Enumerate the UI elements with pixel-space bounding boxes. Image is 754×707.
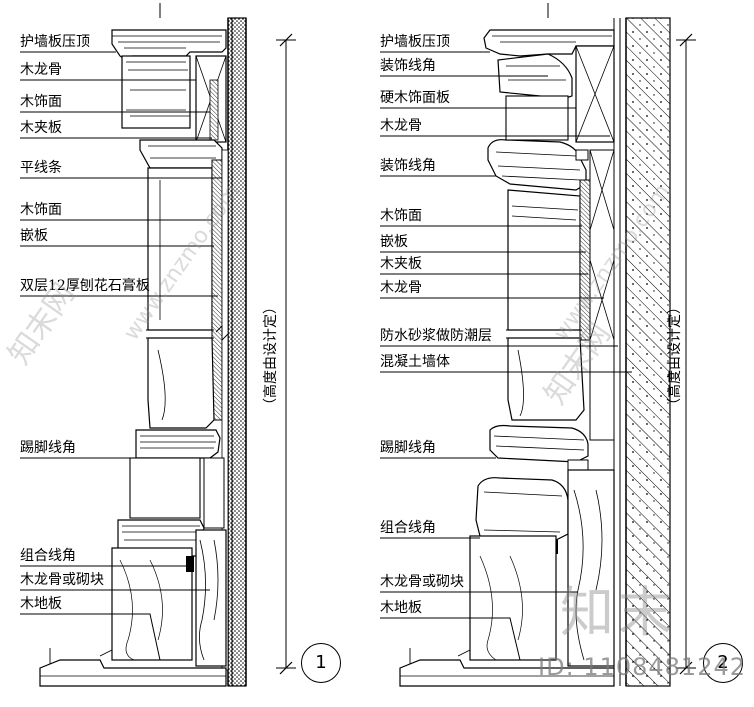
right-label-stud-block: 木龙骨或砌块 <box>380 574 464 590</box>
right-label-deco-moulding: 装饰线角 <box>380 58 436 74</box>
left-label-wood-veneer: 木饰面 <box>20 94 62 110</box>
right-label-skirting: 踢脚线角 <box>380 440 436 456</box>
left-panel <box>147 167 213 331</box>
left-stud-wall <box>227 17 247 687</box>
left-label-stud-block: 木龙骨或砌块 <box>20 572 104 588</box>
left-label-flat-strip: 平线条 <box>20 160 62 176</box>
left-label-inlay-panel: 嵌板 <box>20 228 48 244</box>
right-label-floor: 木地板 <box>380 600 422 616</box>
right-label-deco-moulding-2: 装饰线角 <box>380 158 436 174</box>
right-label-concrete: 混凝土墙体 <box>380 354 450 370</box>
right-panel <box>507 189 581 331</box>
left-label-skirting: 踢脚线角 <box>20 440 76 456</box>
right-label-inlay-panel: 嵌板 <box>380 234 408 250</box>
right-section <box>380 3 696 687</box>
right-floor <box>399 659 615 687</box>
watermark-logo: 知末 <box>560 581 676 644</box>
left-label-combination: 组合线角 <box>20 548 76 564</box>
right-label-hardwood: 硬木饰面板 <box>380 90 450 106</box>
right-label-wood-veneer: 木饰面 <box>380 208 422 224</box>
right-skirting <box>489 424 589 463</box>
left-skirting-cap <box>135 429 221 459</box>
right-section-number: 2 <box>703 643 743 683</box>
right-label-wood-stud-2: 木龙骨 <box>380 280 422 296</box>
left-section-number: 1 <box>301 643 341 683</box>
left-label-cap: 护墙板压顶 <box>20 34 90 50</box>
right-label-wood-stud: 木龙骨 <box>380 118 422 134</box>
left-section <box>20 3 296 687</box>
right-wood-block <box>567 469 615 667</box>
left-label-wood-stud: 木龙骨 <box>20 62 62 78</box>
right-label-plywood: 木夹板 <box>380 256 422 272</box>
left-wood-block <box>195 529 227 667</box>
right-label-combination: 组合线角 <box>380 520 436 536</box>
left-label-floor: 木地板 <box>20 596 62 612</box>
left-height-note: （高度由设计定） <box>263 300 279 412</box>
left-label-plywood: 木夹板 <box>20 120 62 136</box>
right-label-cap: 护墙板压顶 <box>380 34 450 50</box>
left-floor <box>39 659 227 687</box>
left-label-wood-veneer-2: 木饰面 <box>20 202 62 218</box>
right-label-damp-proof: 防水砂浆做防潮层 <box>380 328 492 344</box>
right-height-note: （高度由设计定） <box>667 300 683 412</box>
watermark-id: ID: 1108481242 <box>538 653 746 681</box>
left-label-gypsum: 双层12厚刨花石膏板 <box>20 278 150 294</box>
right-deco-moulding <box>487 139 587 191</box>
